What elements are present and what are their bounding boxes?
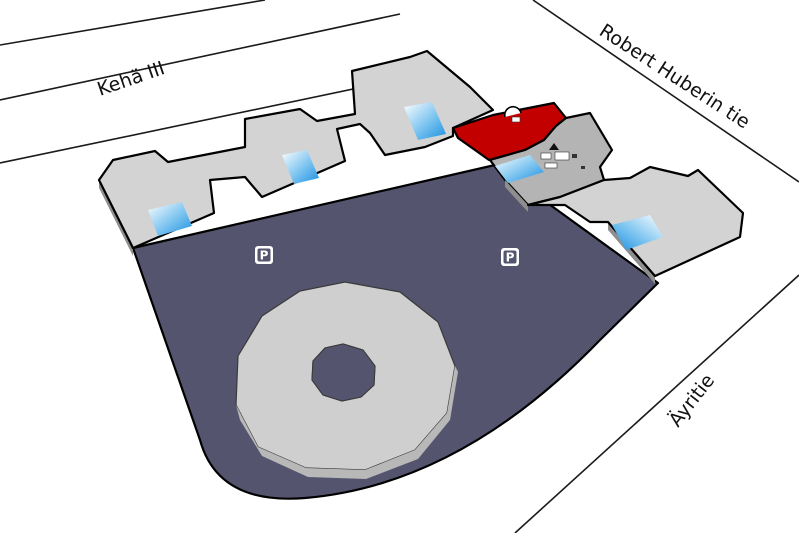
building-core [488,111,614,212]
parking-sign-west: P [255,246,273,264]
road-ayritie-edge [514,274,799,533]
parking-sign-letter: P [506,251,515,265]
escalator-icon [544,162,558,169]
road-robert-huberin-edge [532,0,799,183]
building-main [97,49,495,256]
entrance-glass-2 [282,150,319,184]
parking-sign-east: P [501,248,519,266]
building-core-side [505,180,528,212]
elevator-icon [554,151,570,161]
roundabout [235,281,458,479]
roundabout-center-hole [311,343,376,402]
info-point-icon [540,152,552,160]
entrance-dome-icon [503,105,522,118]
facility-icons [511,116,585,169]
entrance-glass-1 [148,202,192,236]
building-main-roof [97,49,495,250]
entrance-glass-east [612,215,663,250]
service-icon [581,166,585,169]
entrance-glass-3 [404,102,446,140]
road-label-keha-iii: Kehä III [94,57,167,101]
road-kehaiii-edge-1 [0,0,266,46]
restroom-icon [572,154,577,158]
building-east [526,165,745,284]
road-kehaiii-edge-3 [0,74,421,164]
stairs-icon [549,143,559,150]
parking-sign-letter: P [260,249,269,263]
entrance-marker-icon [511,116,521,123]
entrance-glass-core [495,155,544,183]
road-label-robert-huberin-tie: Robert Huberin tie [595,20,754,134]
road-kehaiii-edge-2 [0,13,401,101]
road-label-ayritie: Äyritie [664,369,719,431]
